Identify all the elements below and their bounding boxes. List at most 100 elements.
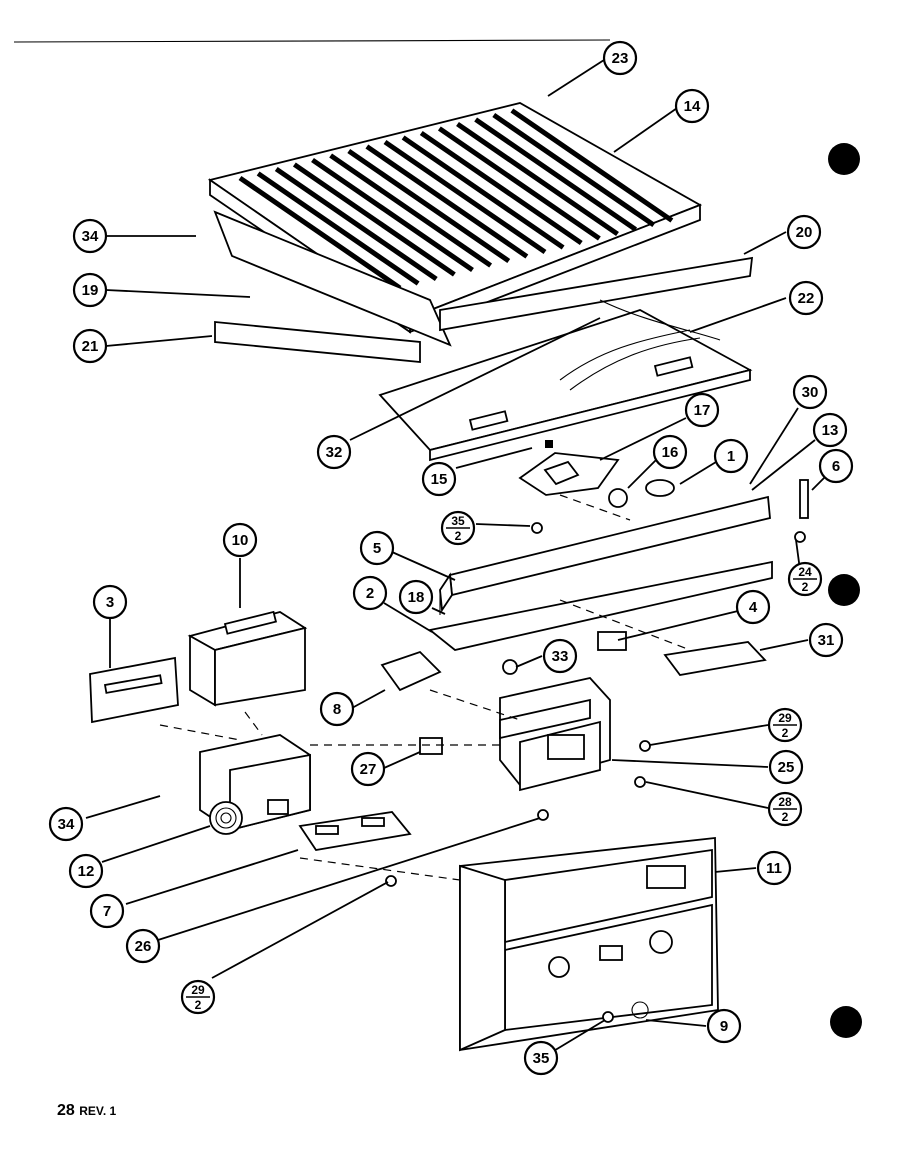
callout-circle [735,589,771,625]
revision-label: REV. 1 [79,1104,117,1118]
callout-number: 27 [360,761,377,778]
grille-slot [256,171,420,286]
callout-number: 8 [333,701,341,718]
callout-32: 32 [316,434,352,470]
callout-circle [713,438,749,474]
callout-24-over-2: 242 [787,561,823,597]
grille-slot [419,130,583,246]
callout-11: 11 [756,850,792,886]
callout-6: 6 [818,448,854,484]
callout-circle [788,280,824,316]
callout-circle [792,374,828,410]
callout-circle [421,461,457,497]
callout-15: 15 [421,461,457,497]
callout-circle [359,530,395,566]
punch-hole-middle [828,574,860,606]
callout-circle [808,622,844,658]
callout-4: 4 [735,589,771,625]
callout-33: 33 [542,638,578,674]
callout-number: 1 [727,448,735,465]
grille-slot [510,108,674,223]
callout-numerator: 29 [191,983,205,997]
callout-number: 30 [802,384,819,401]
callout-5: 5 [359,530,395,566]
callout-number: 34 [82,228,99,245]
page-footer: 28 REV. 1 [57,1102,116,1120]
callout-29-over-2: 292 [180,979,216,1015]
callout-number: 7 [103,903,111,920]
callout-3: 3 [92,584,128,620]
callout-circle [68,853,104,889]
callout-number: 31 [818,632,835,649]
defrost-timer-housing [199,734,412,851]
scan-edge [13,39,611,43]
callout-circle [316,434,352,470]
callout-circle [48,806,84,842]
callout-number: 11 [766,860,782,877]
callout-8: 8 [319,691,355,727]
grille-slot [292,162,456,277]
callout-numerator: 28 [778,795,792,809]
callout-number: 22 [798,290,815,307]
lamp-assembly [518,440,675,508]
callout-number: 32 [326,444,343,461]
callout-number: 13 [822,422,839,439]
callout-number: 17 [694,402,711,419]
callout-circle [812,412,848,448]
callout-23: 23 [602,40,638,76]
callout-16: 16 [652,434,688,470]
callout-number: 20 [796,224,813,241]
callout-denominator: 2 [802,580,809,594]
control-housing-plates [427,479,809,651]
grille-slot [365,144,529,259]
callout-7: 7 [89,893,125,929]
callout-31: 31 [808,622,844,658]
callout-circle [222,522,258,558]
callout-numerator: 35 [451,514,465,528]
callout-circle [125,928,161,964]
callout-numerator: 24 [798,565,812,579]
callout-number: 34 [58,816,75,833]
callout-number: 23 [612,50,629,67]
callout-number: 19 [82,282,99,299]
assembly-lines [159,494,691,881]
callout-circle [818,448,854,484]
callout-13: 13 [812,412,848,448]
callout-circle [72,328,108,364]
callout-12: 12 [68,853,104,889]
grille-slot [456,121,619,237]
grille-slot [329,153,493,268]
callout-number: 5 [373,540,381,557]
callout-circle [350,751,386,787]
grille-slot [474,117,638,232]
callout-circle [89,893,125,929]
cover-plate-3 [89,656,179,724]
callout-number: 21 [82,338,99,355]
callout-17: 17 [684,392,720,428]
timer-box [187,610,308,707]
callout-29-over-2: 292 [767,707,803,743]
leader-lines [85,59,825,1053]
callout-25: 25 [768,749,804,785]
callout-number: 16 [662,444,679,461]
grille-slot [311,157,474,273]
callout-2: 2 [352,575,388,611]
page-number: 28 [57,1102,75,1119]
callout-denominator: 2 [782,726,789,740]
callout-circle [768,749,804,785]
grille-slot [492,112,656,228]
callout-28-over-2: 282 [767,791,803,827]
callout-circle [652,434,688,470]
callout-number: 3 [106,594,114,611]
callout-22: 22 [788,280,824,316]
callout-circle [684,392,720,428]
callout-number: 2 [366,585,374,602]
callout-number: 6 [832,458,840,475]
callout-20: 20 [786,214,822,250]
callout-14: 14 [674,88,710,124]
grille-slot [238,175,402,291]
cover-plate [378,299,753,462]
callout-number: 12 [78,863,95,880]
